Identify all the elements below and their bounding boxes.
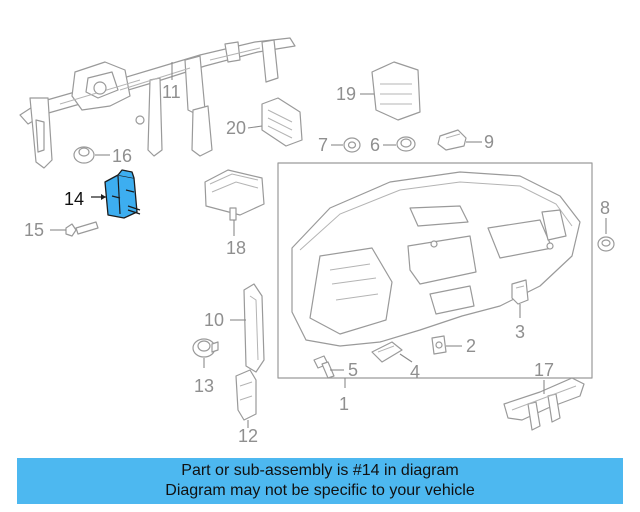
part-3-bracket[interactable]	[511, 279, 529, 305]
banner-line-2: Diagram may not be specific to your vehi…	[165, 482, 475, 499]
leader-4	[399, 353, 413, 363]
part-16-nut[interactable]	[73, 146, 95, 164]
callout-17: 17	[534, 360, 554, 380]
part-10-trim-panel[interactable]	[243, 283, 265, 373]
part-6-cap[interactable]	[396, 136, 416, 152]
callout-13: 13	[194, 376, 214, 396]
part-9-clip[interactable]	[437, 129, 467, 151]
part-1-instrument-panel-frame[interactable]	[277, 162, 593, 379]
callout-10: 10	[204, 310, 224, 330]
part-20-vent[interactable]	[261, 97, 303, 147]
parts-diagram: 11 16 14 15 18 20	[19, 37, 615, 446]
callout-2: 2	[466, 336, 476, 356]
part-18-module[interactable]	[204, 169, 265, 221]
callout-19: 19	[336, 84, 356, 104]
part-13-grommet[interactable]	[192, 338, 219, 358]
leader-20	[247, 125, 263, 129]
callout-16: 16	[112, 146, 132, 166]
callout-9: 9	[484, 132, 494, 152]
part-17-brace[interactable]	[503, 377, 585, 431]
part-7-clip[interactable]	[343, 137, 361, 153]
banner-line-1: Part or sub-assembly is #14 in diagram	[181, 462, 459, 479]
callout-8: 8	[600, 198, 610, 218]
callout-18: 18	[226, 238, 246, 258]
part-11-dash-reinforcement[interactable]	[19, 37, 296, 169]
part-8-clip[interactable]	[597, 236, 615, 252]
callout-12: 12	[238, 426, 258, 446]
callout-14: 14	[64, 189, 84, 209]
part-19-vent-housing[interactable]	[371, 61, 421, 121]
info-banner: Part or sub-assembly is #14 in diagram D…	[17, 458, 623, 504]
callout-3: 3	[515, 322, 525, 342]
callout-1: 1	[339, 394, 349, 414]
part-12-bracket[interactable]	[235, 369, 257, 421]
part-2-clip[interactable]	[431, 335, 447, 355]
callout-15: 15	[24, 220, 44, 240]
callout-20: 20	[226, 118, 246, 138]
part-15-bolt[interactable]	[65, 221, 99, 237]
callout-11: 11	[162, 82, 181, 102]
callout-6: 6	[370, 135, 380, 155]
leader-14-arrow	[101, 194, 106, 200]
callout-7: 7	[318, 135, 328, 155]
part-5-screw[interactable]	[313, 355, 335, 379]
part-14-bracket-highlighted[interactable]	[104, 169, 141, 219]
callout-4: 4	[410, 362, 420, 382]
part-4-bracket[interactable]	[371, 341, 403, 363]
part-1-instrument-panel[interactable]	[291, 171, 581, 347]
callout-5: 5	[348, 360, 358, 380]
